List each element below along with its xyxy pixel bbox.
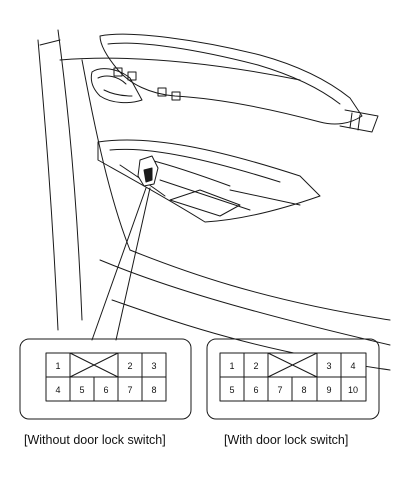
connector-frame bbox=[19, 338, 192, 420]
connector-frame bbox=[206, 338, 380, 420]
pin-label: 1 bbox=[229, 361, 234, 371]
door-panel bbox=[37, 29, 391, 371]
leader-lines bbox=[91, 187, 151, 341]
pin-label: 4 bbox=[55, 385, 60, 395]
pin-label: 8 bbox=[301, 385, 306, 395]
pin-label: 4 bbox=[350, 361, 355, 371]
pin-label: 6 bbox=[253, 385, 258, 395]
connector-without-lock: 1 2 3 4 5 6 7 8 bbox=[19, 338, 192, 420]
pin-label: 2 bbox=[127, 361, 132, 371]
door-handle-recess bbox=[90, 68, 143, 104]
pin-label: 7 bbox=[277, 385, 282, 395]
pin-label: 5 bbox=[79, 385, 84, 395]
caption-without-lock: [Without door lock switch] bbox=[24, 433, 166, 447]
pin-label: 7 bbox=[127, 385, 132, 395]
pin-labels: 1 2 3 4 5 6 7 8 bbox=[55, 361, 156, 395]
armrest bbox=[99, 33, 379, 133]
pin-label: 1 bbox=[55, 361, 60, 371]
pin-label: 5 bbox=[229, 385, 234, 395]
connector-with-lock: 1 2 3 4 5 6 7 8 9 10 bbox=[206, 338, 380, 420]
pin-label: 3 bbox=[151, 361, 156, 371]
pin-label: 9 bbox=[326, 385, 331, 395]
pin-label: 6 bbox=[103, 385, 108, 395]
power-window-switch bbox=[137, 155, 159, 187]
pin-label: 2 bbox=[253, 361, 258, 371]
pin-label: 8 bbox=[151, 385, 156, 395]
pin-labels: 1 2 3 4 5 6 7 8 9 10 bbox=[229, 361, 358, 395]
caption-with-lock: [With door lock switch] bbox=[224, 433, 349, 447]
switch-panel bbox=[97, 139, 321, 223]
pin-label: 3 bbox=[326, 361, 331, 371]
pin-label: 10 bbox=[348, 385, 358, 395]
